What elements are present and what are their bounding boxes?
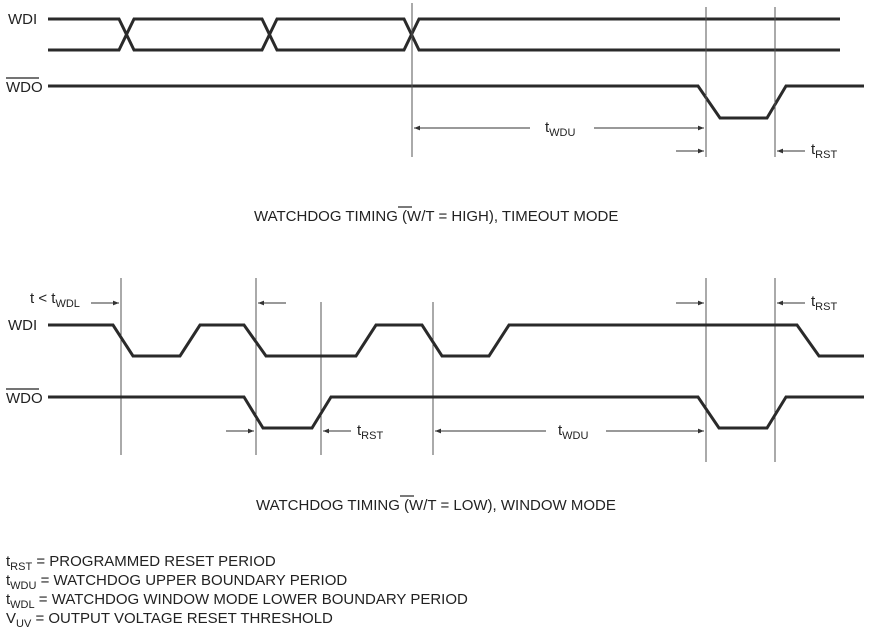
t-wdu-label: tWDU <box>558 422 588 442</box>
timeout-mode-caption: WATCHDOG TIMING (W/T = HIGH), TIMEOUT MO… <box>254 208 618 225</box>
window-mode-caption: WATCHDOG TIMING (W/T = LOW), WINDOW MODE <box>256 497 616 514</box>
wdi-label: WDI <box>8 11 37 28</box>
legend-item-t-rst: tRST = PROGRAMMED RESET PERIOD <box>6 553 276 573</box>
wdi-trace <box>48 323 864 358</box>
t-rst-label: tRST <box>811 141 837 161</box>
wdo-trace <box>48 395 864 430</box>
legend-item-t-wdl: tWDL = WATCHDOG WINDOW MODE LOWER BOUNDA… <box>6 591 468 611</box>
t-wdu-label: tWDU <box>545 119 575 139</box>
t-rst-right-label: tRST <box>811 293 837 313</box>
wdo-trace <box>48 84 864 120</box>
t-lt-wdl-label: t < tWDL <box>30 290 80 310</box>
window-mode-diagram: t < tWDL tRST WDI WDO tRST tWDU WATCHDOG… <box>6 278 864 514</box>
legend: tRST = PROGRAMMED RESET PERIOD tWDU = WA… <box>6 553 468 630</box>
legend-item-v-uv: VUV = OUTPUT VOLTAGE RESET THRESHOLD <box>6 610 333 630</box>
wdo-label: WDO <box>6 390 43 407</box>
wdo-label: WDO <box>6 79 43 96</box>
wdi-bus-upper-trace <box>48 17 840 52</box>
t-rst-mid-label: tRST <box>357 422 383 442</box>
wdi-label: WDI <box>8 317 37 334</box>
wdi-bus-lower-trace <box>48 17 840 52</box>
legend-item-t-wdu: tWDU = WATCHDOG UPPER BOUNDARY PERIOD <box>6 572 347 592</box>
timeout-mode-diagram: WDI WDO tWDU tRST WATCHDOG TIMING (W/T =… <box>6 3 864 225</box>
